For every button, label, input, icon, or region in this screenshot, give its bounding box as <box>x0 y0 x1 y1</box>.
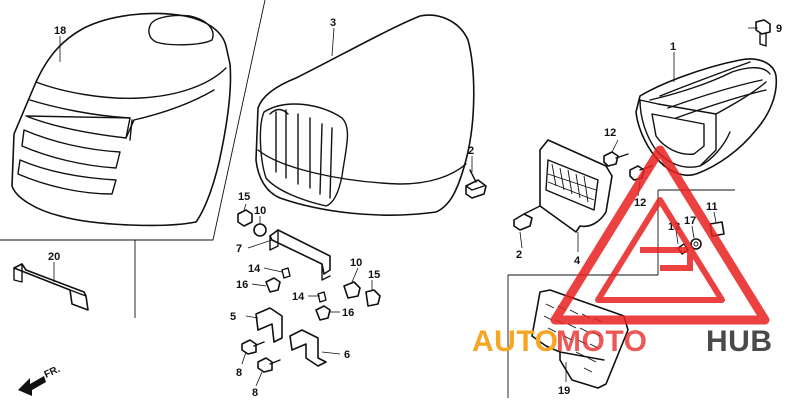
watermark-hub: HUB <box>706 325 773 358</box>
label-5: 5 <box>230 311 236 323</box>
label-3: 3 <box>330 17 336 29</box>
label-15-left: 15 <box>238 191 250 203</box>
front-direction-indicator: FR. <box>18 364 62 396</box>
label-10-right: 10 <box>350 257 362 269</box>
leader-lines <box>53 27 758 387</box>
label-20: 20 <box>48 251 60 263</box>
label-11: 11 <box>706 201 718 213</box>
label-12-lower: 12 <box>634 197 646 209</box>
label-15-right: 15 <box>368 269 380 281</box>
part-14-16-bolts <box>265 267 331 321</box>
part-2-clip-upper <box>465 169 487 199</box>
label-2-lower: 2 <box>516 249 522 261</box>
direction-label: FR. <box>43 364 62 381</box>
label-10-left: 10 <box>254 205 266 217</box>
label-4: 4 <box>574 255 581 267</box>
label-7: 7 <box>236 243 242 255</box>
label-6: 6 <box>344 349 350 361</box>
label-1: 1 <box>670 41 676 53</box>
section-dividers <box>0 0 735 398</box>
part-18-front-hood <box>11 12 232 227</box>
part-20-bracket <box>13 263 89 311</box>
part-9-bolt <box>755 19 771 47</box>
watermark: AUTO MOTO HUB <box>472 145 773 358</box>
part-8-bolts <box>241 339 281 373</box>
part-3-rear-cover <box>255 14 475 216</box>
part-5-6-brackets <box>255 307 327 367</box>
label-8-lower: 8 <box>252 387 258 399</box>
label-19: 19 <box>558 385 570 397</box>
part-2-clip-lower <box>513 205 541 231</box>
label-16-right: 16 <box>342 307 354 319</box>
part-7-mounting-bar <box>269 229 331 281</box>
part-10-15-fasteners <box>237 209 381 307</box>
watermark-moto: MOTO <box>556 325 647 358</box>
label-16-left: 16 <box>236 279 248 291</box>
label-14-left: 14 <box>248 263 261 275</box>
arrow-icon <box>18 376 46 396</box>
part-4-reflector-bracket <box>539 139 613 233</box>
label-2-upper: 2 <box>468 145 474 157</box>
label-8-upper: 8 <box>236 367 242 379</box>
label-18: 18 <box>54 25 66 37</box>
watermark-auto: AUTO <box>472 325 558 358</box>
watermark-triangle-icon <box>550 145 770 325</box>
label-17: 17 <box>684 215 696 227</box>
label-14-right: 14 <box>292 291 305 303</box>
label-9: 9 <box>776 23 782 35</box>
part-number-labels: 18 20 3 2 1 9 12 12 2 4 13 17 11 19 15 1… <box>48 17 782 399</box>
label-12-upper: 12 <box>604 127 616 139</box>
